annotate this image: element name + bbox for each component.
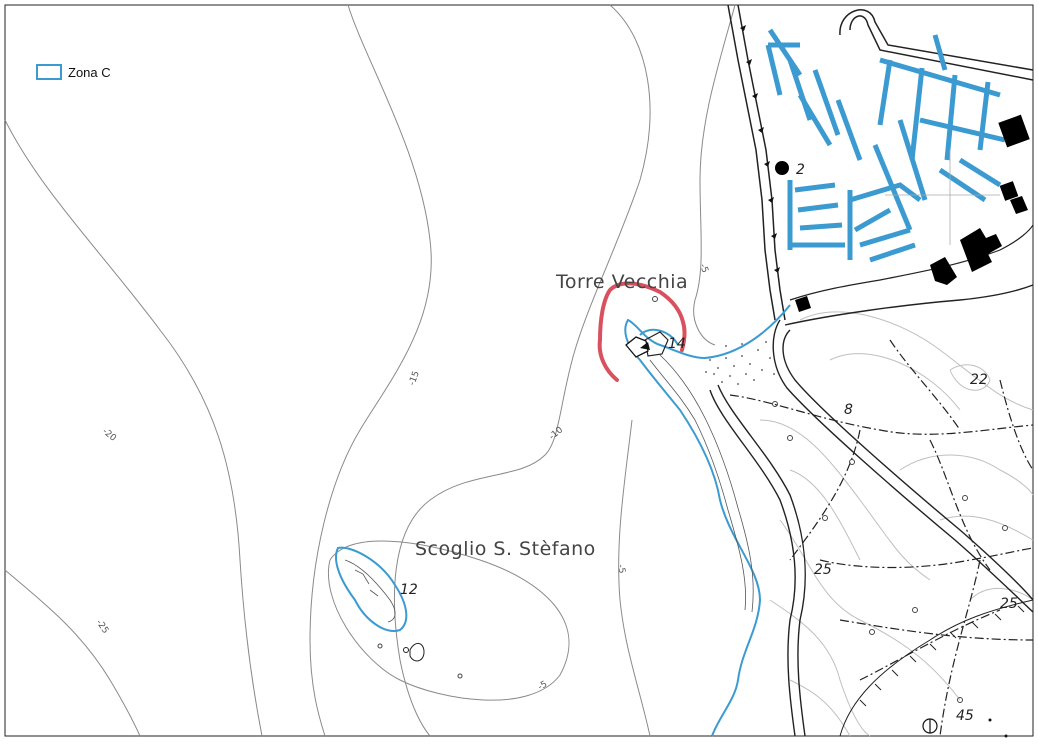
- depth-label-5-island: -5: [537, 679, 550, 692]
- trails: [729, 339, 1034, 737]
- elevation-label-2: 2: [796, 162, 805, 178]
- elevation-label-14: 14: [668, 336, 686, 352]
- cliff-hatching: [839, 599, 1034, 737]
- depth-label-5-channel: -5: [615, 564, 626, 575]
- depth-label-5-harbor: -5: [697, 263, 709, 275]
- beach-dots: [705, 341, 775, 385]
- contour-20: [4, 119, 263, 737]
- elevation-label-25-west: 25: [814, 562, 832, 578]
- legend-zone-swatch: [36, 64, 62, 80]
- elevation-label-25-east: 25: [1000, 596, 1018, 612]
- marina-piers: [765, 28, 1006, 263]
- contour-15: [309, 4, 432, 737]
- elevation-label-8: 8: [844, 402, 853, 418]
- harbor-grid: [885, 150, 1000, 245]
- land-contours: [759, 311, 1034, 737]
- depth-label-15: -15: [407, 370, 421, 387]
- compass-marker: [922, 718, 1008, 738]
- contour-5-harbor: [693, 4, 736, 346]
- elevation-labels: 2 14 22 8 12 25 25 45: [400, 162, 1018, 724]
- contour-10: [393, 4, 651, 737]
- zone-c-boundary: [335, 304, 791, 737]
- rocky-shore: [344, 331, 754, 623]
- highlight-coast: [597, 281, 687, 382]
- place-label-scoglio-stefano: Scoglio S. Stèfano: [415, 538, 596, 560]
- survey-markers: [377, 296, 1008, 703]
- contour-5-channel: [618, 419, 651, 737]
- contour-5-island: [328, 540, 570, 701]
- harbor: [727, 4, 1034, 321]
- island-rocks: [403, 643, 425, 662]
- depth-label-10: -10: [548, 425, 566, 442]
- roads: [709, 284, 1034, 737]
- contour-25: [4, 569, 141, 737]
- map-frame: [4, 4, 1034, 737]
- depth-label-25: -25: [94, 618, 111, 636]
- buildings: [775, 114, 1030, 312]
- depth-label-20: -20: [100, 427, 118, 444]
- place-labels: Torre Vecchia Scoglio S. Stèfano: [415, 271, 688, 560]
- depth-contours: [4, 4, 736, 737]
- elevation-label-12: 12: [400, 582, 418, 598]
- tower-symbol: [625, 336, 650, 358]
- elevation-label-22: 22: [970, 372, 988, 388]
- place-label-torre-vecchia: Torre Vecchia: [555, 271, 688, 293]
- legend-zone-label: Zona C: [68, 65, 111, 80]
- elevation-label-45: 45: [956, 708, 974, 724]
- legend: Zona C: [36, 64, 111, 80]
